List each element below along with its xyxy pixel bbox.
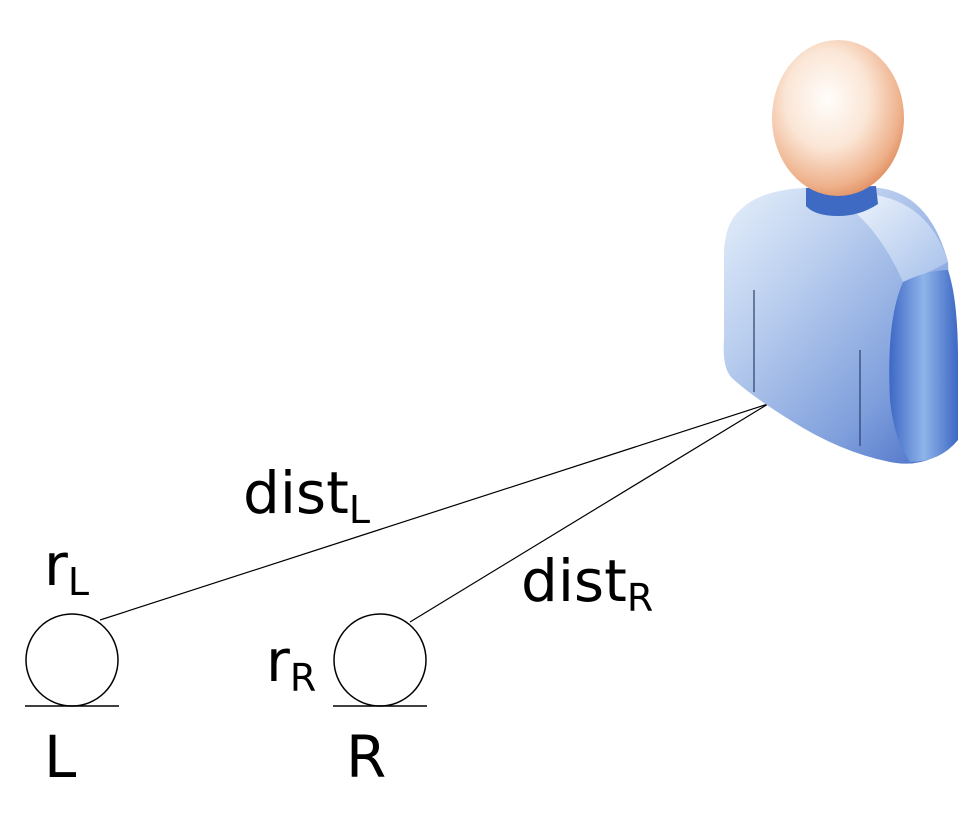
person-icon [723,40,958,464]
person-sleeve [889,270,958,462]
dist-right-subscript: R [627,576,653,620]
wheel-left-label: L [44,723,76,791]
wheel-right-circle [333,613,427,707]
radius-left-subscript: L [68,560,89,604]
wheel-right-label: R [346,723,386,791]
distance-line-right [409,403,769,623]
person-shoulder [846,195,948,282]
dist-right-label: distR [521,547,653,620]
radius-left-label: rL [44,531,89,604]
wheel-left-circle [25,613,119,707]
dist-left-label: distL [243,459,370,532]
person-head [772,40,904,196]
dist-left-subscript: L [349,488,370,532]
radius-right-label: rR [266,627,316,700]
radius-right-subscript: R [290,656,316,700]
distance-line-left [99,403,769,621]
